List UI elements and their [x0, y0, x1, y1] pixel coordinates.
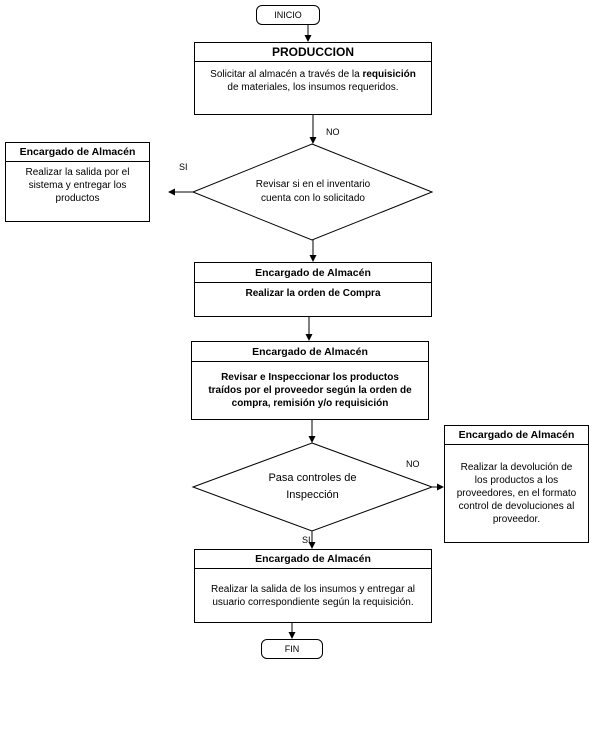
end-label: FIN — [284, 644, 300, 654]
decision-inspection-text: Pasa controles de Inspección — [268, 472, 357, 501]
inspect-products-box: Encargado de Almacén Revisar e Inspeccio… — [191, 341, 429, 420]
decision-inventory-no-label: NO — [326, 127, 340, 137]
decision-inspection-yes-label: SI — [302, 535, 311, 545]
warehouse-exit-text: Realizar la salida por el sistema y entr… — [25, 167, 130, 204]
return-products-box: Encargado de Almacén Realizar la devoluc… — [444, 425, 589, 543]
produccion-text: Solicitar al almacén a través de la requ… — [195, 62, 431, 114]
produccion-text-post: de materiales, los insumos requeridos. — [227, 82, 399, 93]
decision-inventory-yes-label: SI — [179, 162, 188, 172]
deliver-supplies-text: Realizar la salida de los insumos y entr… — [211, 583, 415, 608]
purchase-order-box: Encargado de Almacén Realizar la orden d… — [194, 262, 432, 317]
end-terminator: FIN — [261, 639, 323, 659]
inspect-products-title: Encargado de Almacén — [192, 342, 428, 362]
purchase-order-text: Realizar la orden de Compra — [245, 287, 381, 299]
produccion-box: PRODUCCION Solicitar al almacén a través… — [194, 42, 432, 115]
return-products-text: Realizar la devolución de los productos … — [456, 462, 577, 525]
return-products-title: Encargado de Almacén — [445, 426, 588, 445]
start-label: INICIO — [274, 10, 302, 20]
produccion-text-bold: requisición — [362, 69, 416, 80]
decision-inventory-diamond — [191, 143, 434, 241]
deliver-supplies-title: Encargado de Almacén — [195, 550, 431, 569]
produccion-text-pre: Solicitar al almacén a través de la — [210, 69, 363, 80]
warehouse-exit-box: Encargado de Almacén Realizar la salida … — [5, 142, 150, 222]
start-terminator: INICIO — [256, 5, 320, 25]
warehouse-exit-title: Encargado de Almacén — [6, 143, 149, 162]
decision-inspection-no-label: NO — [406, 459, 420, 469]
purchase-order-title: Encargado de Almacén — [195, 263, 431, 283]
decision-inventory-text: Revisar si en el inventario cuenta con l… — [255, 179, 371, 204]
inspect-products-text: Revisar e Inspeccionar los productos tra… — [208, 372, 412, 409]
produccion-title: PRODUCCION — [195, 43, 431, 62]
deliver-supplies-box: Encargado de Almacén Realizar la salida … — [194, 549, 432, 623]
